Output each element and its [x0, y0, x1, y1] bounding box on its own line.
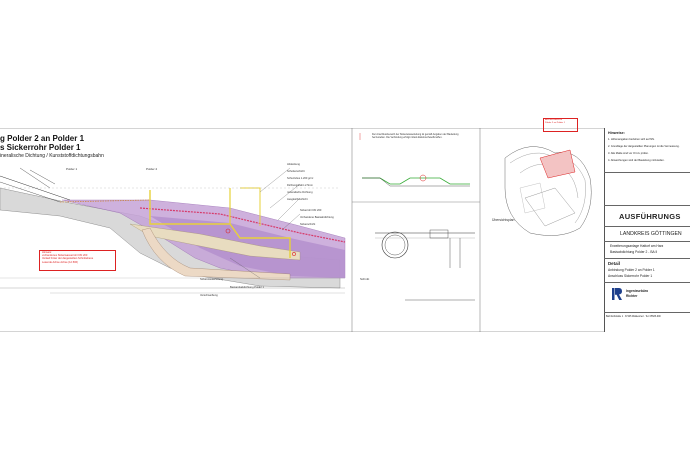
overview-warning-box: Anschlussbereich Polder 2 an Polder 1 [543, 118, 578, 132]
pipe-note-line: Hinweis: [42, 251, 52, 254]
layer-label: Sickerrohr DN 200 [300, 209, 322, 212]
bottom-label: Verschweißung [200, 294, 218, 297]
firm-address: Bahnhofstraße 1 · 37445 Walkenried · Tel… [606, 316, 661, 318]
cross-section-drawing [0, 128, 604, 332]
firm-name: Ingenieurbüro [626, 289, 649, 293]
note-line: 1. Höhenangaben beziehen sich auf NN. [608, 138, 655, 141]
firm-name-2: Richter [626, 294, 638, 298]
pipe-note-line: vorhandenes Sickerwasserrohr DN 200 [42, 254, 88, 258]
schnitt-label: Schnitt [360, 277, 370, 281]
title-block-divider [604, 172, 690, 173]
project-line: Erweiterungsanlage Hattorf am Harz [610, 244, 664, 248]
overview-warning-line: Anschlussbereich [545, 119, 563, 121]
layer-label: Abdeckung [287, 163, 300, 166]
drawing-title-line2: s Sickerrohr Polder 1 [0, 143, 81, 152]
county-label: LANDKREIS GÖTTINGEN [620, 231, 682, 237]
detail-note: Der Anschlussbereich der Sickerwasserlei… [372, 133, 459, 139]
note-line: 4. Abweichungen sind der Bauleitung mitz… [608, 159, 665, 162]
overview-caption: Übersichtsplan [492, 218, 515, 222]
title-block-divider [604, 258, 690, 259]
layer-label: Schotterschicht [287, 170, 305, 173]
firm-logo-icon [612, 288, 622, 300]
detail-line: Anbindung Polder 2 an Polder 1 [608, 268, 655, 272]
polder1-label: Polder 1 [66, 167, 78, 171]
pipe-note-line: Verlauf hinter der dargestellten Schnitt… [42, 257, 94, 261]
drawing-title-line1: g Polder 2 an Polder 1 [0, 134, 85, 143]
layer-label: Sickerschicht [300, 223, 316, 226]
polder2-label: Polder 2 [146, 167, 158, 171]
project-line: Basisabdichtung Polder 2 - BA II [610, 250, 658, 254]
title-block-divider [604, 226, 690, 227]
layer-label: Vorhandene Basisabdichtung [300, 216, 334, 219]
title-block-divider [604, 205, 690, 206]
title-block-divider [604, 241, 690, 242]
detail-line: Anschluss Sickerrohr Polder 1 [608, 274, 653, 278]
layer-label: Ausgleichsschicht [287, 198, 308, 201]
title-block-divider [604, 282, 690, 283]
pipe-note-line: Lesende Achse Achse (12.506) [42, 260, 78, 264]
layer-label: Schutzvlies 1.200 g/m² [287, 177, 314, 180]
stage-label: AUSFÜHRUNGS [619, 212, 681, 221]
title-block [604, 128, 690, 332]
detail-header: Detail [608, 261, 620, 266]
drawing-title-line3: ineralische Dichtung / Kunststoffdichtun… [0, 153, 104, 159]
bottom-label: Bestandsabdichtung Polder 1 [230, 286, 264, 289]
note-line: 3. Alle Maße sind vor Ort zu prüfen. [608, 152, 649, 155]
note-line: 2. Grundlage der dargestellten Planungen… [608, 145, 680, 148]
bottom-label: Sickerwasserleitung [200, 278, 224, 281]
title-block-divider [604, 312, 690, 313]
layer-label: mineralische Dichtung [287, 191, 313, 194]
notes-header: Hinweise: [608, 131, 625, 135]
pipe-note-box: Hinweis: vorhandenes Sickerwasserrohr DN… [39, 250, 116, 271]
overview-warning-line: Polder 2 an Polder 1 [545, 121, 565, 124]
layer-label: Dichtungsbahn 2.5mm [287, 184, 313, 187]
